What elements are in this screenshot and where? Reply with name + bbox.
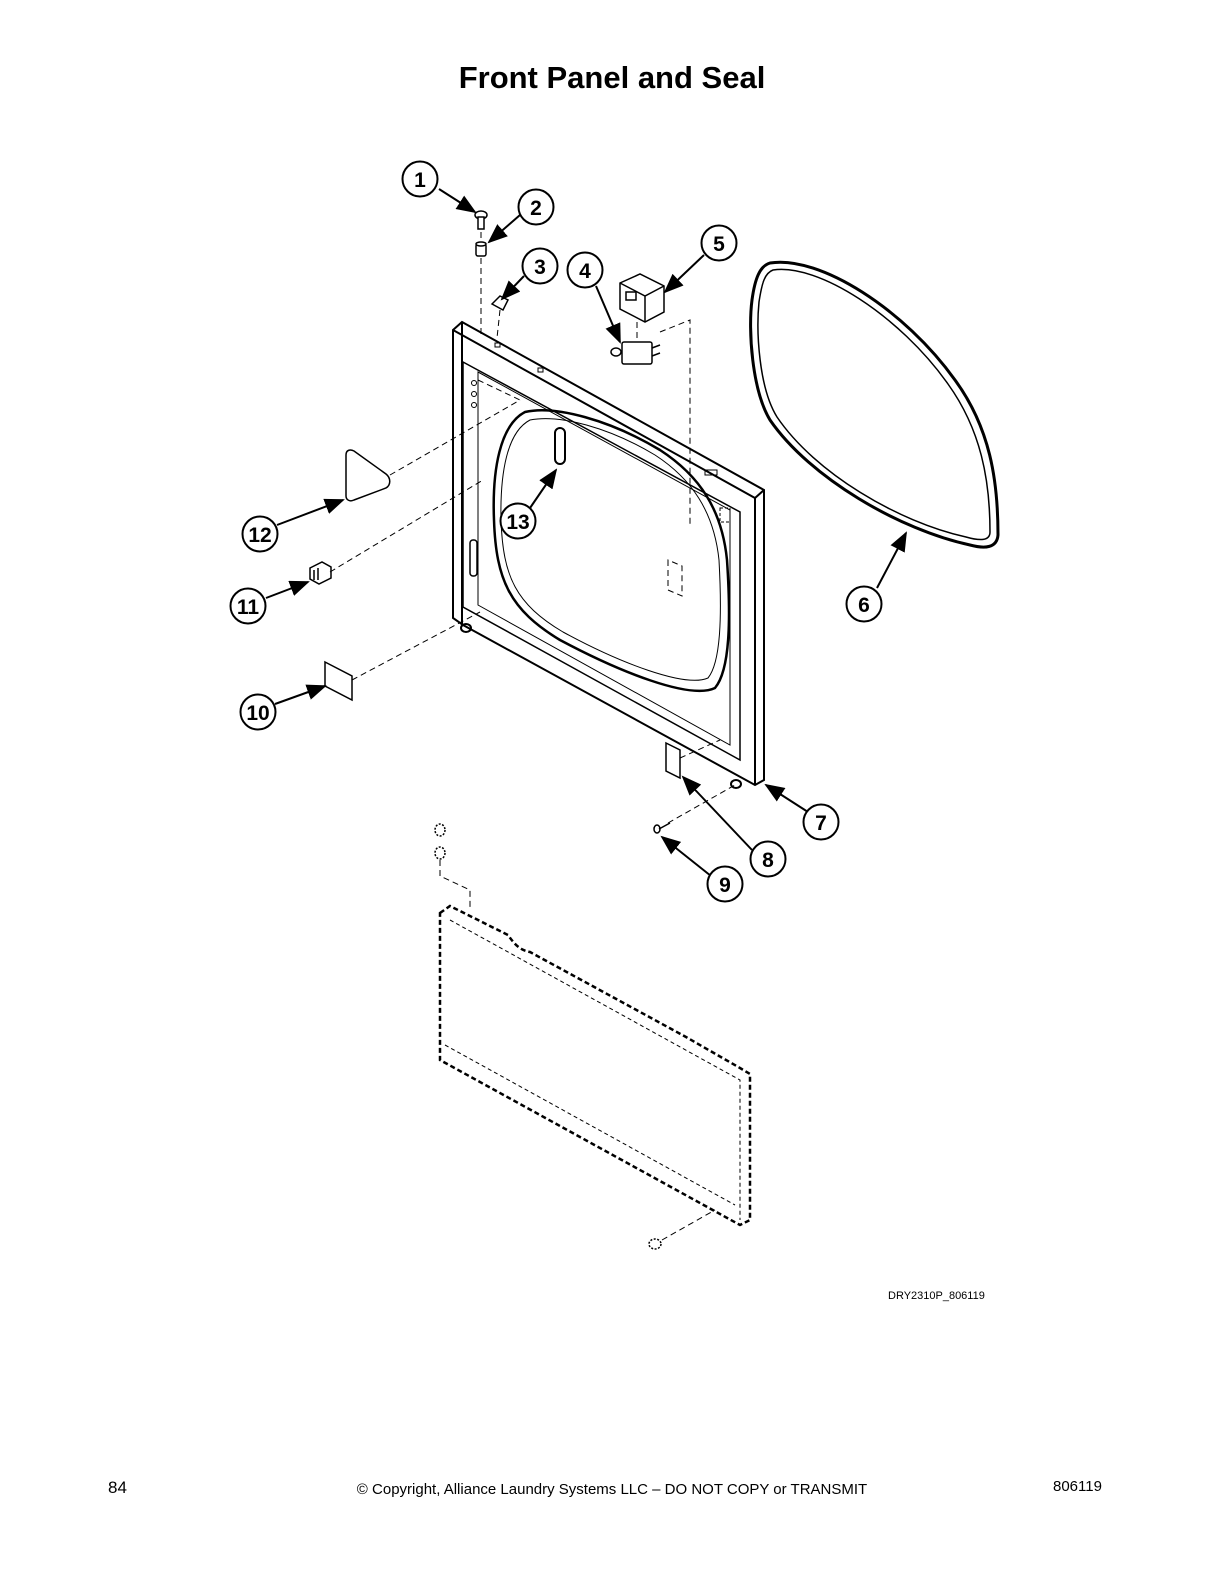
triangle-badge-part-12: [345, 449, 391, 502]
svg-text:10: 10: [246, 702, 269, 725]
page-title: Front Panel and Seal: [458, 60, 766, 95]
callout-9: 9: [706, 865, 744, 903]
label-part-8: [665, 741, 681, 780]
callout-6: 6: [845, 585, 883, 623]
callout-13: 13: [499, 502, 537, 540]
lower-panel: [438, 904, 752, 1227]
document-number: 806119: [1053, 1478, 1102, 1495]
svg-text:12: 12: [248, 524, 271, 547]
callout-5: 5: [700, 224, 738, 262]
front-panel: [452, 320, 765, 789]
switch-cover-part-5: [619, 273, 665, 323]
svg-text:8: 8: [762, 849, 774, 872]
callout-11: 11: [229, 587, 267, 625]
screw-part-1: [474, 210, 488, 230]
callout-3: 3: [521, 247, 559, 285]
svg-text:5: 5: [713, 233, 725, 256]
callout-10: 10: [239, 693, 277, 731]
svg-text:3: 3: [534, 256, 546, 279]
callout-8: 8: [749, 840, 787, 878]
callout-12: 12: [241, 515, 279, 553]
svg-text:13: 13: [506, 511, 529, 534]
copyright-notice: © Copyright, Alliance Laundry Systems LL…: [356, 1481, 868, 1498]
spacer-part-2: [475, 241, 487, 257]
screw-part-9: [653, 822, 671, 834]
door-seal: [749, 260, 1000, 549]
callout-1: 1: [401, 160, 439, 198]
page-number: 84: [108, 1478, 127, 1497]
switch-part-4: [610, 341, 661, 365]
svg-text:7: 7: [815, 812, 827, 835]
leader-arrows: [265, 188, 907, 877]
assembly-lines: [329, 232, 736, 1241]
callout-4: 4: [566, 251, 604, 289]
svg-text:9: 9: [719, 874, 731, 897]
svg-text:1: 1: [414, 169, 426, 192]
plug-part-11: [309, 561, 332, 585]
svg-text:4: 4: [579, 260, 591, 283]
lower-panel-fasteners: [434, 823, 662, 1250]
clip-part-3: [490, 295, 510, 312]
svg-text:2: 2: [530, 197, 542, 220]
svg-text:6: 6: [858, 594, 870, 617]
callout-2: 2: [517, 188, 555, 226]
callout-7: 7: [802, 803, 840, 841]
svg-text:11: 11: [237, 596, 260, 619]
pad-part-10: [324, 660, 353, 702]
drawing-id: DRY2310P_806119: [888, 1290, 985, 1302]
